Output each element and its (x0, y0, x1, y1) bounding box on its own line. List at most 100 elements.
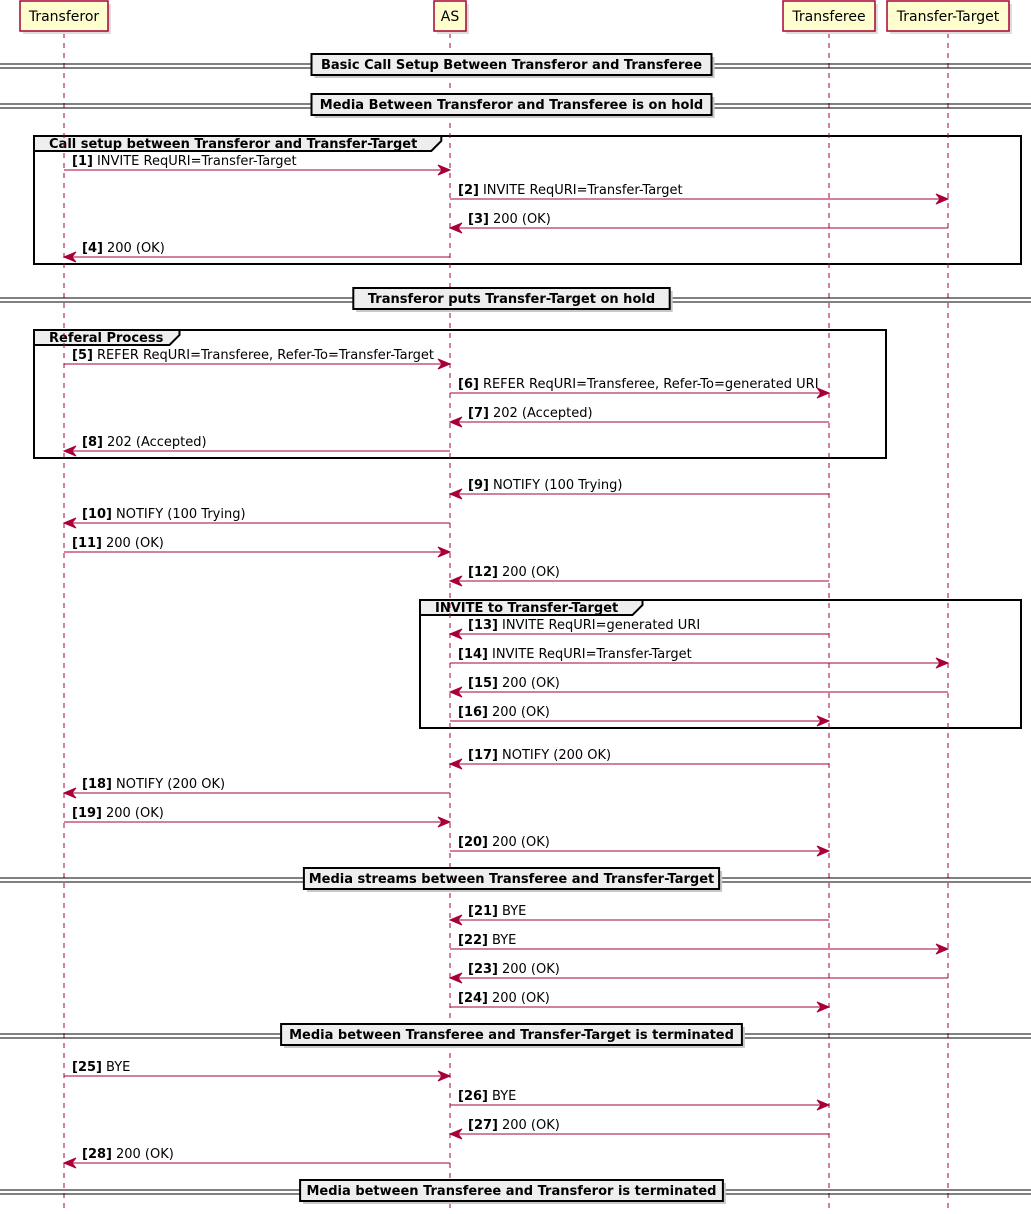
divider-box (352, 287, 671, 310)
message-label: [11]200 (OK) (72, 536, 164, 551)
message-text: 202 (Accepted) (493, 406, 593, 421)
message-label: [25]BYE (72, 1060, 130, 1075)
participant-transfer-target: Transfer-Target (886, 0, 1012, 34)
message-label: [7] 202 (Accepted) (468, 406, 593, 421)
message-text: 200 (OK) (502, 565, 560, 580)
group-invite-to-transfer-target: INVITE to Transfer-Target (419, 599, 1022, 729)
message-arrowhead (816, 1099, 831, 1111)
message-label: [14]INVITE ReqURI=Transfer-Target (458, 647, 692, 662)
divider-box (310, 93, 713, 116)
message-text: INVITE ReqURI=generated URI (502, 618, 700, 633)
message-label: [24] 200 (OK) (458, 991, 550, 1006)
message-17: [17]NOTIFY (200 OK) (448, 748, 829, 770)
message-24: [24] 200 (OK) (450, 991, 831, 1013)
message-text: 200 (OK) (492, 705, 550, 720)
message-number: [28] (82, 1147, 112, 1162)
message-number: [16] (458, 705, 488, 720)
group-frame (419, 599, 1022, 729)
group-referal-process: Referal Process (33, 329, 887, 459)
group-label: INVITE to Transfer-Target (435, 601, 618, 616)
message-layer: [1]INVITE ReqURI=Transfer-Target [2]INVIT… (62, 154, 950, 1169)
group-layer: Call setup between Transferor and Transf… (33, 135, 1022, 729)
message-arrowhead (448, 686, 463, 698)
message-text: INVITE ReqURI=Transfer-Target (97, 154, 297, 169)
message-text: BYE (492, 933, 516, 948)
message-arrowhead (448, 758, 463, 770)
message-number: [8] (82, 435, 103, 450)
message-arrowhead (437, 816, 452, 828)
divider-box (302, 867, 721, 890)
message-2: [2]INVITE ReqURI=Transfer-Target (450, 183, 950, 205)
message-label: [26]BYE (458, 1089, 516, 1104)
message-26: [26]BYE (450, 1089, 831, 1111)
message-text: 200 (OK) (106, 536, 164, 551)
message-text: 202 (Accepted) (107, 435, 207, 450)
message-text: 200 (OK) (502, 1118, 560, 1133)
message-label: [6]REFER ReqURI=Transferee, Refer-To=gen… (458, 377, 819, 392)
message-3: [3]200 (OK) (448, 212, 948, 234)
participant-box (433, 0, 467, 32)
divider-basic-call-setup-between-transferor-and-transferee: Basic Call Setup Between Transferor and … (0, 53, 1031, 78)
message-19: [19]200 (OK) (64, 806, 452, 828)
message-1: [1]INVITE ReqURI=Transfer-Target (64, 154, 452, 176)
divider-box (280, 1023, 743, 1046)
message-text: 200 (OK) (107, 241, 165, 256)
message-label: [17]NOTIFY (200 OK) (468, 748, 611, 763)
message-arrowhead (816, 845, 831, 857)
message-16: [16] 200 (OK) (450, 705, 831, 727)
message-number: [7] (468, 406, 489, 421)
message-18: [18]NOTIFY (200 OK) (62, 777, 450, 799)
message-label: [20]200 (OK) (458, 835, 550, 850)
message-10: [10]NOTIFY (100 Trying) (62, 507, 450, 529)
message-number: [18] (82, 777, 112, 792)
divider-layer: Basic Call Setup Between Transferor and … (0, 53, 1031, 1204)
message-label: [15]200 (OK) (468, 676, 560, 691)
divider-box (310, 53, 713, 76)
divider-media-between-transferor-and-transferee-is-on-hold: Media Between Transferor and Transferee … (0, 93, 1031, 118)
message-arrowhead (437, 358, 452, 370)
group-frame (33, 329, 887, 459)
message-label: [3]200 (OK) (468, 212, 551, 227)
message-25: [25]BYE (64, 1060, 452, 1082)
message-22: [22]BYE (450, 933, 950, 955)
participant-label: Transferee (791, 9, 865, 25)
group-tab (33, 135, 443, 152)
message-number: [20] (458, 835, 488, 850)
message-text: 200 (OK) (502, 676, 560, 691)
divider-label: Media between Transferee and Transferor … (307, 1184, 717, 1199)
group-tab (33, 329, 181, 346)
message-arrowhead (816, 1001, 831, 1013)
message-label: [22]BYE (458, 933, 516, 948)
message-text: 200 (OK) (492, 991, 550, 1006)
divider-label: Basic Call Setup Between Transferor and … (321, 58, 702, 73)
message-label: [21]BYE (468, 904, 526, 919)
message-arrowhead (935, 943, 950, 955)
message-arrowhead (62, 517, 77, 529)
message-arrowhead (437, 1070, 452, 1082)
participant-as: AS (433, 0, 469, 34)
message-label: [8] 202 (Accepted) (82, 435, 207, 450)
message-number: [24] (458, 991, 488, 1006)
message-label: [19]200 (OK) (72, 806, 164, 821)
message-label: [27]200 (OK) (468, 1118, 560, 1133)
message-number: [26] (458, 1089, 488, 1104)
message-arrowhead (935, 193, 950, 205)
message-23: [23]200 (OK) (448, 962, 948, 984)
message-arrowhead (62, 251, 77, 263)
message-text: REFER ReqURI=Transferee, Refer-To=Transf… (97, 348, 434, 363)
divider-transferor-puts-transfer-target-on-hold: Transferor puts Transfer-Target on hold (0, 287, 1031, 312)
message-number: [12] (468, 565, 498, 580)
message-text: 200 (OK) (493, 212, 551, 227)
message-arrowhead (448, 914, 463, 926)
message-4: [4]200 (OK) (62, 241, 450, 263)
message-number: [13] (468, 618, 498, 633)
message-text: BYE (502, 904, 526, 919)
lifeline-layer (63, 33, 949, 1212)
message-arrowhead (816, 715, 831, 727)
message-label: [4]200 (OK) (82, 241, 165, 256)
message-arrowhead (448, 628, 463, 640)
participant-transferee: Transferee (782, 0, 878, 34)
message-arrowhead (437, 546, 452, 558)
